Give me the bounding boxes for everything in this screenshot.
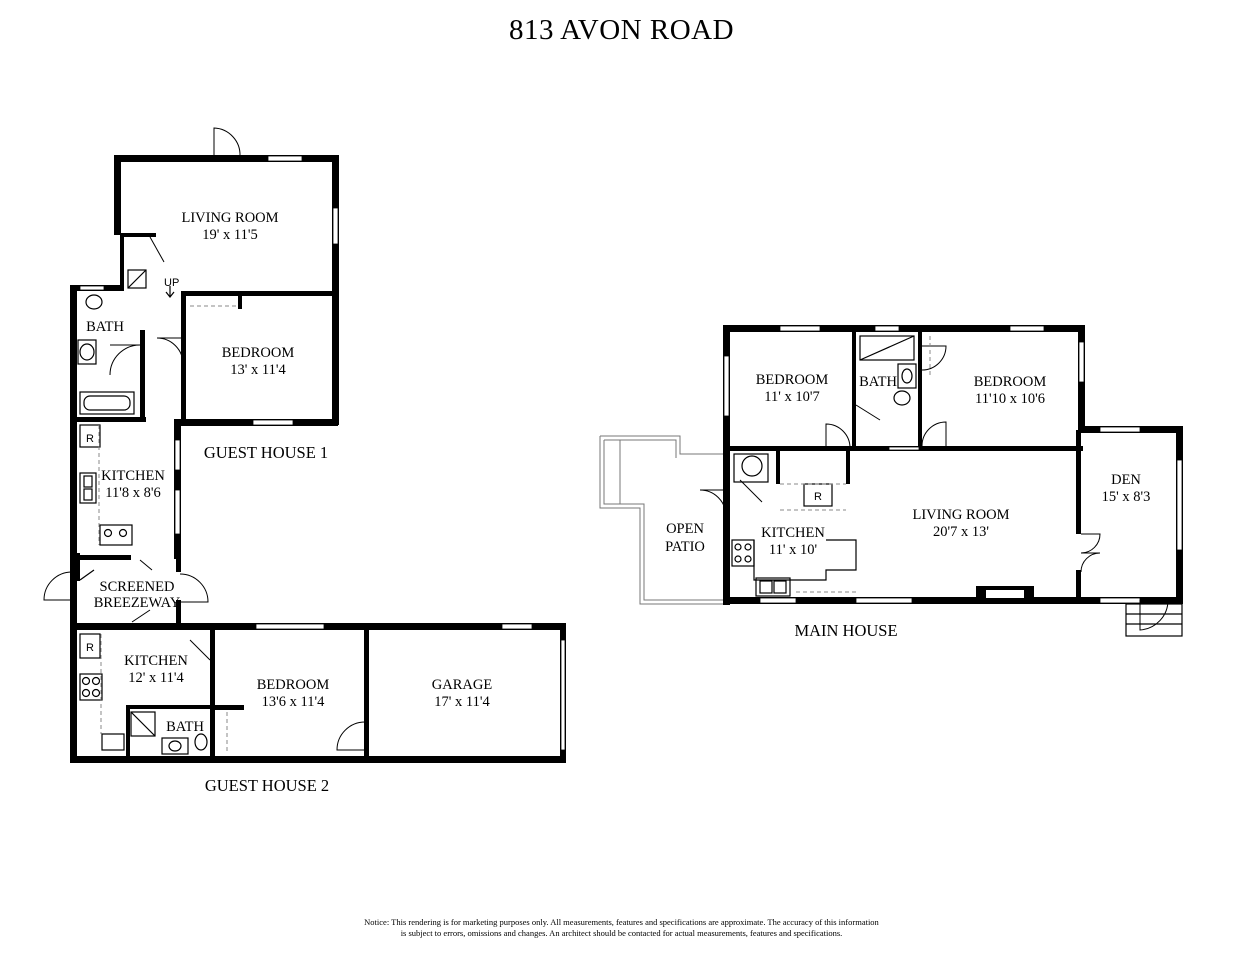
gh2-kitchen-label: KITCHEN bbox=[124, 653, 188, 669]
patio-label-line2: PATIO bbox=[665, 539, 705, 555]
guest-house-1 bbox=[70, 127, 339, 625]
guest-house-2 bbox=[70, 623, 566, 763]
guest-house-1-label: GUEST HOUSE 1 bbox=[204, 443, 328, 462]
garage-label: GARAGE bbox=[432, 677, 493, 693]
gh1-kitchen-label: KITCHEN bbox=[101, 468, 165, 484]
den-label: DEN bbox=[1111, 472, 1141, 488]
gh1-living-room-label: LIVING ROOM bbox=[181, 210, 278, 226]
patio-label-line1: OPEN bbox=[666, 521, 704, 537]
gh1-fridge-label: R bbox=[86, 433, 94, 445]
breezeway-label-line1: SCREENED bbox=[100, 579, 175, 595]
main-kitchen-label: KITCHEN bbox=[761, 525, 825, 541]
gh2-bedroom-size: 13'6 x 11'4 bbox=[262, 694, 325, 710]
main-bedroom-1-label: BEDROOM bbox=[756, 372, 829, 388]
main-kitchen-size: 11' x 10' bbox=[769, 542, 817, 558]
main-fridge-label: R bbox=[814, 491, 822, 503]
main-living-room-label: LIVING ROOM bbox=[912, 507, 1009, 523]
disclaimer-line-2: is subject to errors, omissions and chan… bbox=[400, 928, 843, 938]
breezeway bbox=[43, 552, 209, 626]
disclaimer-line-1: Notice: This rendering is for marketing … bbox=[364, 917, 879, 927]
main-bedroom-1-size: 11' x 10'7 bbox=[764, 389, 819, 405]
main-bath-label: BATH bbox=[859, 374, 897, 390]
main-living-room-size: 20'7 x 13' bbox=[933, 524, 989, 540]
disclaimer-notice: Notice: This rendering is for marketing … bbox=[200, 917, 1043, 939]
gh1-kitchen-size: 11'8 x 8'6 bbox=[105, 485, 160, 501]
guest-house-2-label: GUEST HOUSE 2 bbox=[205, 776, 329, 795]
gh2-bedroom-label: BEDROOM bbox=[257, 677, 330, 693]
gh2-fridge-label: R bbox=[86, 642, 94, 654]
gh1-bedroom-size: 13' x 11'4 bbox=[230, 362, 286, 378]
garage-size: 17' x 11'4 bbox=[434, 694, 490, 710]
main-house-label: MAIN HOUSE bbox=[794, 621, 897, 640]
stair-up-label: UP bbox=[164, 277, 179, 289]
breezeway-label-line2: BREEZEWAY bbox=[94, 595, 181, 611]
gh1-living-room-size: 19' x 11'5 bbox=[202, 227, 257, 243]
den-size: 15' x 8'3 bbox=[1102, 489, 1151, 505]
main-house bbox=[599, 325, 1183, 637]
gh1-bedroom-label: BEDROOM bbox=[222, 345, 295, 361]
main-bedroom-2-size: 11'10 x 10'6 bbox=[975, 391, 1045, 407]
gh2-bath-label: BATH bbox=[166, 719, 204, 735]
plan-title: 813 AVON ROAD bbox=[508, 14, 735, 46]
gh1-bath-label: BATH bbox=[86, 319, 124, 335]
gh2-kitchen-size: 12' x 11'4 bbox=[128, 670, 184, 686]
main-bedroom-2-label: BEDROOM bbox=[974, 374, 1047, 390]
